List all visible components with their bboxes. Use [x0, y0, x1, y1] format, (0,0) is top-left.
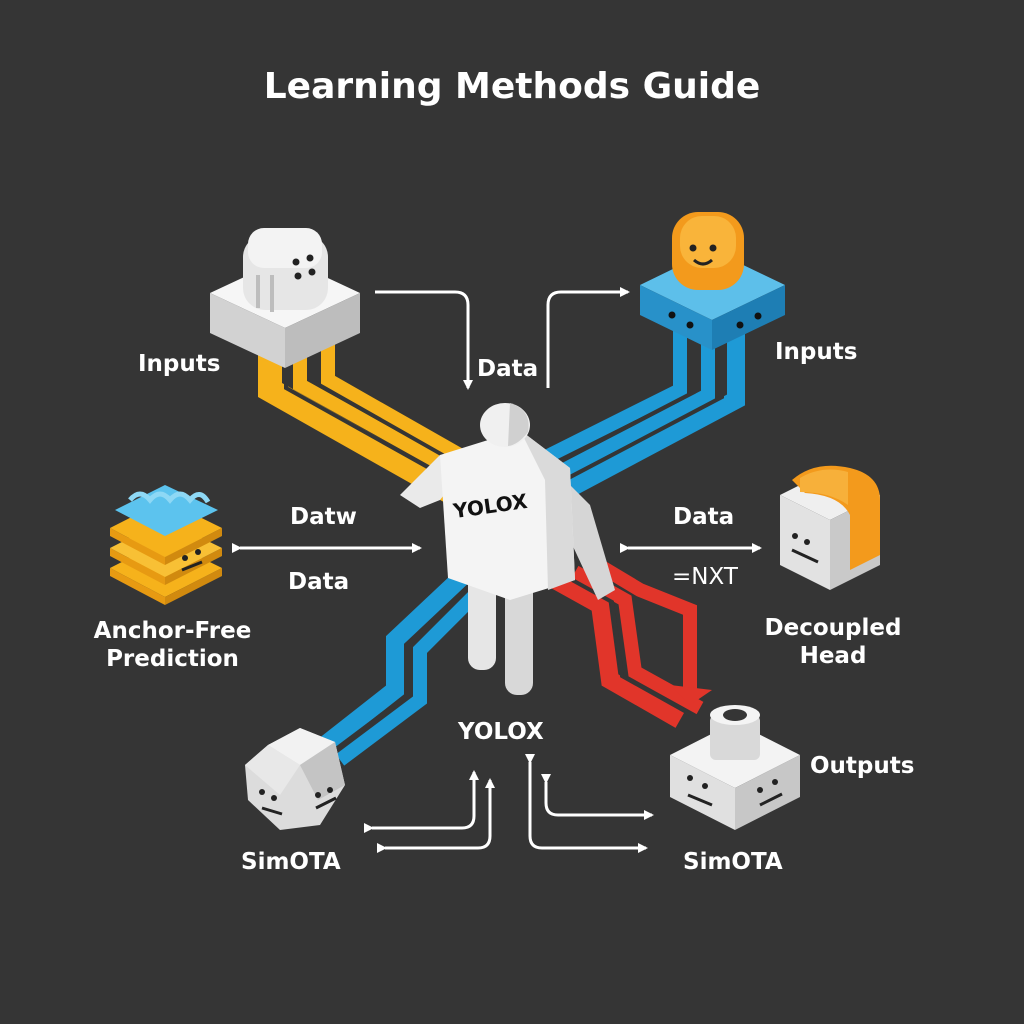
arrow-data-to-inputs [546, 287, 630, 388]
label-data-left-lower: Data [288, 569, 350, 595]
label-decoupled-line1: Decoupled [764, 615, 902, 641]
anchor-free-block [110, 485, 222, 605]
yolox-figure [400, 403, 615, 695]
label-decoupled-head: Decoupled Head [758, 614, 908, 670]
label-inputs-right: Inputs [775, 339, 858, 365]
label-inputs-left: Inputs [138, 351, 221, 377]
label-simota-left: SimOTA [241, 849, 341, 875]
arrow-simota-left-upper [364, 770, 479, 833]
blue-simota-flow [319, 553, 505, 766]
simota-left-block [245, 728, 345, 830]
red-output-flow [550, 553, 712, 728]
label-outputs: Outputs [810, 753, 915, 779]
label-data-left-upper: Datw [290, 504, 357, 530]
label-data-right-lower: =NXT [672, 564, 738, 590]
label-anchor-free-line1: Anchor-Free [93, 618, 252, 644]
label-anchor-free-prediction: Anchor-Free Prediction [80, 617, 265, 673]
label-simota-right: SimOTA [683, 849, 783, 875]
label-decoupled-line2: Head [799, 643, 867, 669]
label-data-right-upper: Data [673, 504, 735, 530]
label-anchor-free-line2: Prediction [106, 646, 239, 672]
label-data-top: Data [477, 356, 539, 382]
inputs-right-block [640, 212, 785, 350]
page-title: Learning Methods Guide [263, 66, 761, 107]
arrow-simota-right-upper [541, 774, 654, 820]
outputs-block [670, 705, 800, 830]
connector-arrows [232, 287, 762, 853]
inputs-left-block [210, 228, 360, 368]
arrow-inputs-to-data [375, 290, 473, 390]
decoupled-head-block [780, 465, 880, 590]
arrow-simota-left-lower [377, 778, 495, 853]
arrow-simota-right-lower [525, 754, 648, 853]
red-arrowhead [670, 685, 712, 705]
label-yolox-center: YOLOX [458, 719, 544, 745]
